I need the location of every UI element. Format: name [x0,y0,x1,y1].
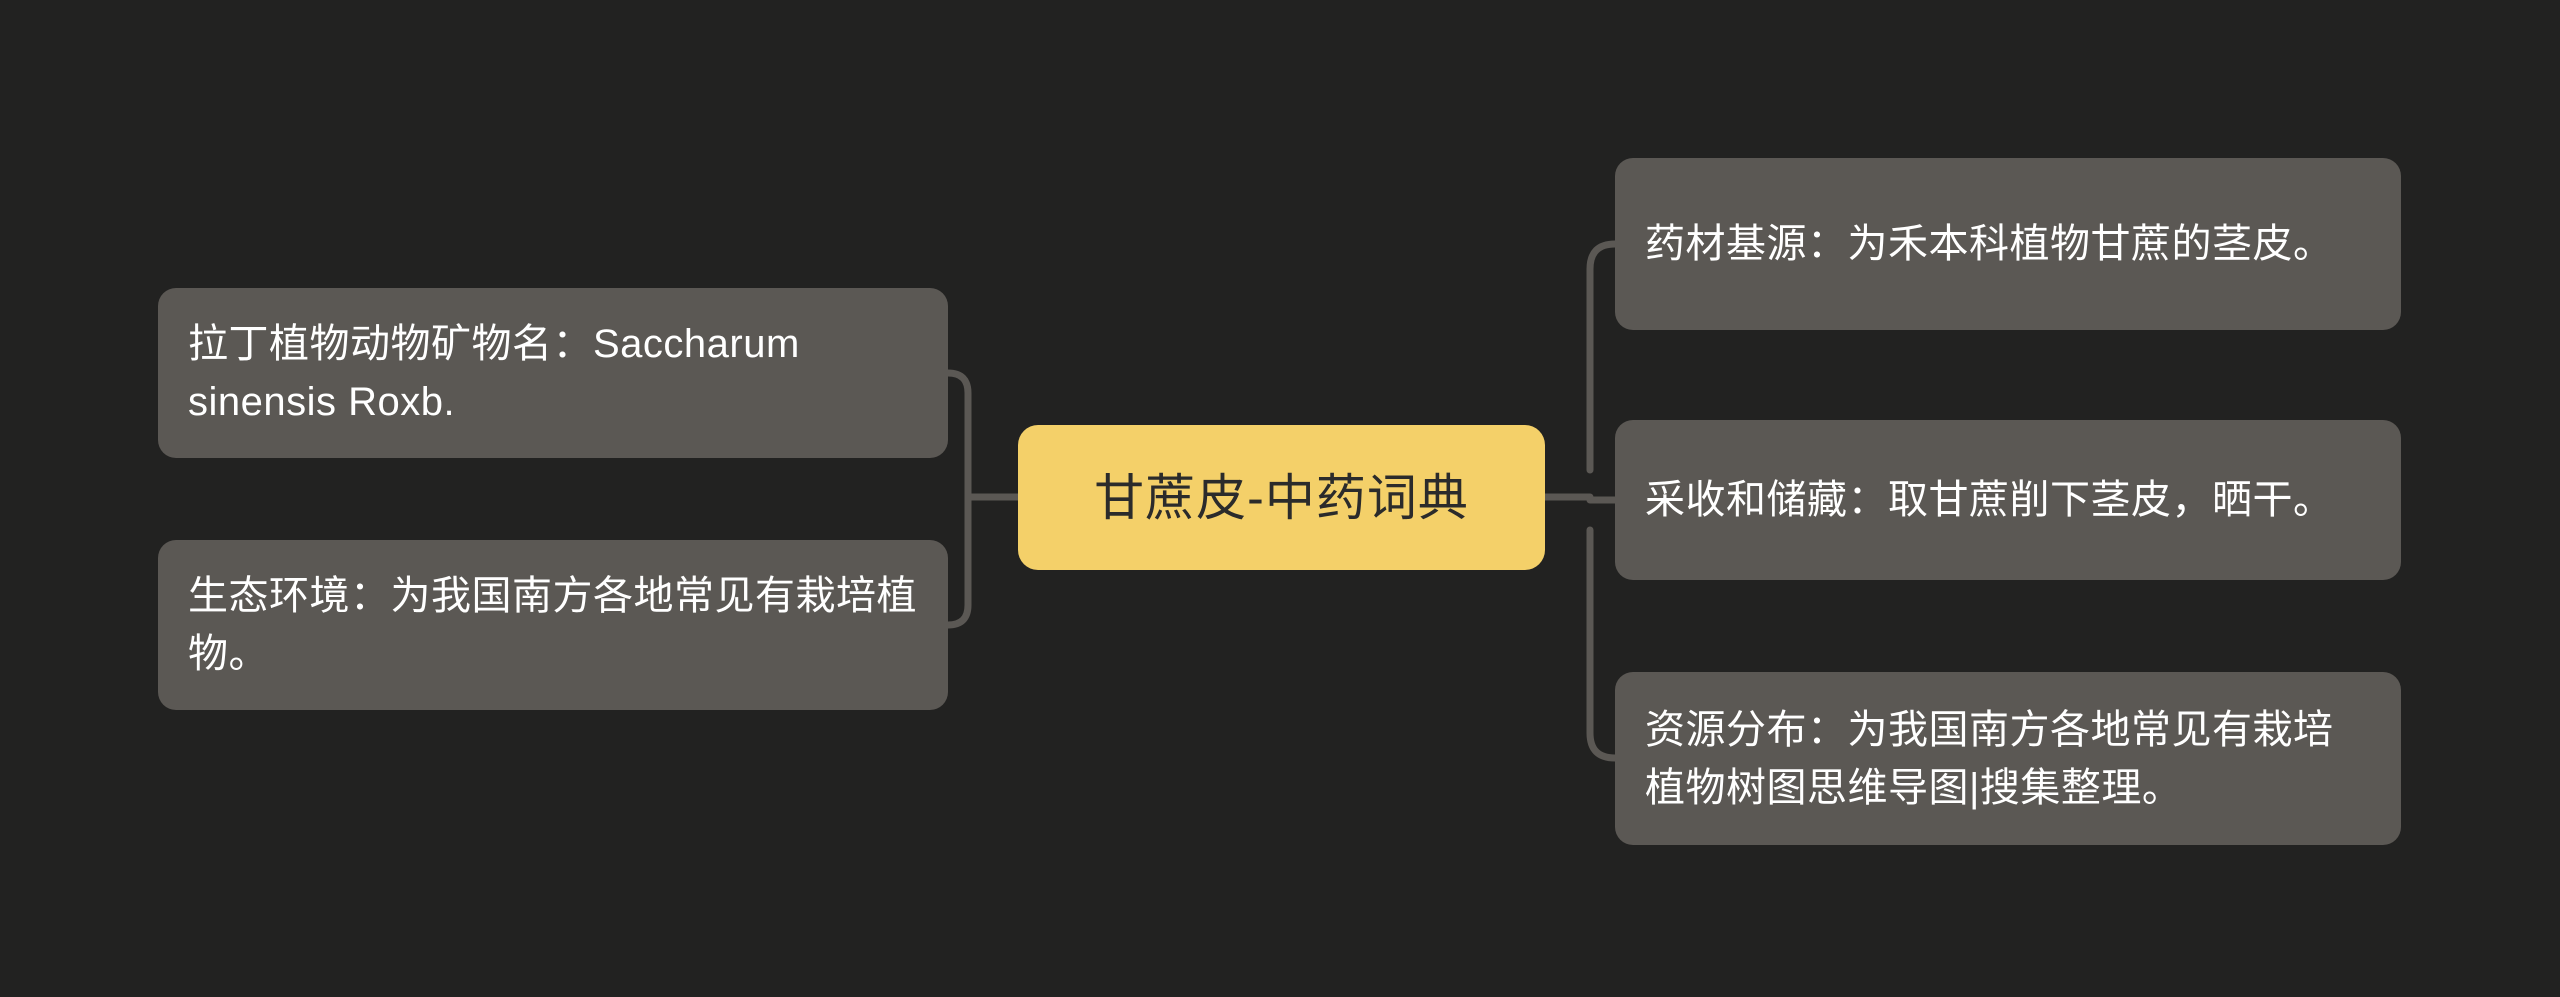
mindmap-root-node[interactable]: 甘蔗皮-中药词典 [1018,425,1545,570]
connector-left-branch-1 [944,509,972,629]
node-label: 药材基源：为禾本科植物甘蔗的茎皮。 [1645,222,2334,266]
mindmap-node-harvest-storage[interactable]: 采收和储藏：取甘蔗削下茎皮，晒干。 [1615,420,2401,580]
connector-right-branch-0 [1586,240,1619,474]
connector-left-branch-0 [944,369,972,481]
mindmap-node-ecology[interactable]: 生态环境：为我国南方各地常见有栽培植物。 [158,540,948,710]
node-label: 生态环境：为我国南方各地常见有栽培植物。 [188,574,917,676]
node-label: 采收和储藏：取甘蔗削下茎皮，晒干。 [1645,478,2334,522]
node-label: 资源分布：为我国南方各地常见有栽培植物树图思维导图|搜集整理。 [1645,707,2334,810]
connector-right-branch-2 [1586,526,1619,762]
root-node-label: 甘蔗皮-中药词典 [1094,469,1469,526]
mindmap-node-distribution[interactable]: 资源分布：为我国南方各地常见有栽培植物树图思维导图|搜集整理。 [1615,672,2401,845]
node-label: 拉丁植物动物矿物名：Saccharum sinensis Roxb. [188,322,800,424]
mindmap-node-source[interactable]: 药材基源：为禾本科植物甘蔗的茎皮。 [1615,158,2401,330]
mindmap-node-latin-name[interactable]: 拉丁植物动物矿物名：Saccharum sinensis Roxb. [158,288,948,458]
